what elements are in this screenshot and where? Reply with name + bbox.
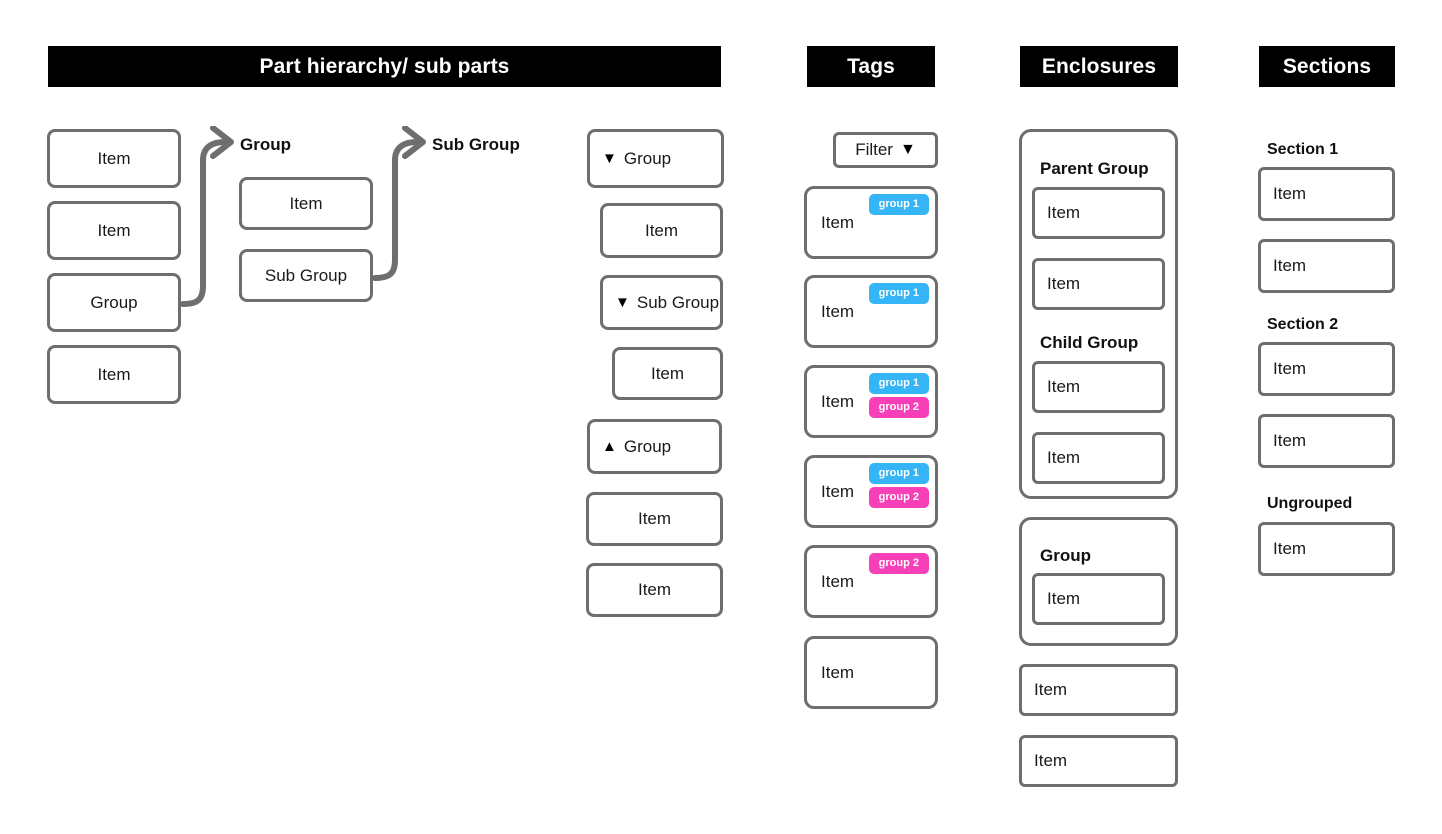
section-1-item-0[interactable]: Item [1258, 167, 1395, 221]
section-item-label: Item [1273, 431, 1307, 450]
tag-item-2[interactable]: Item group 1 group 2 [804, 365, 938, 438]
filter-label: Filter [855, 140, 893, 159]
enclosure-item-1[interactable]: Item [1032, 258, 1165, 310]
hierarchy-sub-item-0[interactable]: Item [239, 177, 373, 230]
tag-badge-list: group 1 [868, 194, 929, 215]
triangle-up-icon[interactable]: ▲ [602, 438, 617, 455]
tree-node-label: Group [623, 436, 672, 456]
tree-node-label: Item [650, 363, 685, 383]
tree-node-label: Group [623, 148, 672, 168]
tag-badge-group-1[interactable]: group 1 [868, 373, 929, 394]
tag-item-label: Item [821, 481, 855, 501]
section-item-label: Item [1273, 539, 1307, 558]
section-item-label: Item [1273, 359, 1307, 378]
tree-node-item-6[interactable]: Item [586, 563, 723, 617]
column-header-sections: Sections [1259, 46, 1395, 87]
triangle-down-icon[interactable]: ▼ [602, 150, 617, 167]
section-2-item-1[interactable]: Item [1258, 414, 1395, 468]
hierarchy-group-label: Group [240, 135, 291, 154]
section-label-2: Section 2 [1267, 316, 1339, 333]
enclosure-item-label: Item [1047, 448, 1081, 467]
enclosure-item-2[interactable]: Item [1032, 361, 1165, 413]
tree-node-label: Item [637, 509, 672, 528]
tag-badge-list: group 1 [868, 283, 929, 304]
tag-badge-group-1[interactable]: group 1 [868, 194, 929, 215]
hierarchy-item-3[interactable]: Item [47, 345, 181, 404]
hierarchy-group-box[interactable]: Group [47, 273, 181, 332]
tree-node-label: Item [637, 580, 672, 599]
hierarchy-item-label: Item [289, 193, 323, 213]
tag-item-5[interactable]: Item [804, 636, 938, 709]
section-label-ungrouped: Ungrouped [1267, 495, 1353, 512]
tag-badge-list: group 2 [868, 553, 929, 574]
column-header-tags: Tags [807, 46, 935, 87]
hierarchy-subgroup-label: Sub Group [432, 135, 520, 154]
tag-item-4[interactable]: Item group 2 [804, 545, 938, 618]
tag-badge-group-2[interactable]: group 2 [868, 487, 929, 508]
tag-item-label: Item [821, 662, 855, 682]
tag-item-label: Item [821, 212, 855, 232]
tree-node-label: Sub Group [636, 292, 720, 312]
enclosure-item-4[interactable]: Item [1032, 573, 1165, 625]
column-header-hierarchy: Part hierarchy/ sub parts [48, 46, 721, 87]
filter-button[interactable]: Filter ▼ [833, 132, 938, 168]
tree-node-group-4[interactable]: ▲ Group [587, 419, 722, 474]
tree-node-label: Item [644, 220, 679, 240]
tag-item-label: Item [821, 571, 855, 591]
tree-node-subgroup-2[interactable]: ▼ Sub Group [600, 275, 723, 330]
tag-item-0[interactable]: Item group 1 [804, 186, 938, 259]
enclosure-group-label-child: Child Group [1040, 333, 1139, 352]
tag-badge-group-1[interactable]: group 1 [868, 283, 929, 304]
hierarchy-item-1[interactable]: Item [47, 201, 181, 260]
tree-node-item-5[interactable]: Item [586, 492, 723, 546]
enclosure-item-label: Item [1047, 589, 1081, 608]
hierarchy-item-label: Group [90, 292, 138, 312]
tag-item-label: Item [821, 391, 855, 411]
tag-badge-list: group 1 group 2 [868, 373, 929, 418]
section-item-label: Item [1273, 184, 1307, 203]
section-item-label: Item [1273, 256, 1307, 275]
tag-badge-group-1[interactable]: group 1 [868, 463, 929, 484]
enclosure-item-label: Item [1047, 274, 1081, 293]
enclosure-item-3[interactable]: Item [1032, 432, 1165, 484]
hierarchy-item-label: Sub Group [264, 265, 348, 285]
tag-badge-group-2[interactable]: group 2 [868, 397, 929, 418]
hierarchy-item-label: Item [97, 148, 131, 168]
triangle-down-icon[interactable]: ▼ [615, 294, 630, 311]
enclosure-item-label: Item [1034, 680, 1068, 699]
tree-node-item-1[interactable]: Item [600, 203, 723, 258]
enclosure-group-label: Group [1040, 546, 1091, 565]
hierarchy-item-0[interactable]: Item [47, 129, 181, 188]
enclosure-loose-item-1[interactable]: Item [1019, 735, 1178, 787]
tag-badge-list: group 1 group 2 [868, 463, 929, 508]
enclosure-item-0[interactable]: Item [1032, 187, 1165, 239]
tag-item-label: Item [821, 301, 855, 321]
tree-node-group-0[interactable]: ▼ Group [587, 129, 724, 188]
hierarchy-subgroup-box[interactable]: Sub Group [239, 249, 373, 302]
triangle-down-icon[interactable]: ▼ [899, 141, 916, 158]
section-1-item-1[interactable]: Item [1258, 239, 1395, 293]
hierarchy-item-label: Item [97, 220, 131, 240]
enclosure-group-label-parent: Parent Group [1040, 159, 1149, 178]
hierarchy-item-label: Item [97, 364, 131, 384]
column-header-enclosures: Enclosures [1020, 46, 1178, 87]
tree-node-item-3[interactable]: Item [612, 347, 723, 400]
section-label-1: Section 1 [1267, 141, 1339, 158]
tag-badge-group-2[interactable]: group 2 [868, 553, 929, 574]
enclosure-item-label: Item [1034, 751, 1068, 770]
enclosure-item-label: Item [1047, 377, 1081, 396]
tag-item-3[interactable]: Item group 1 group 2 [804, 455, 938, 528]
enclosure-item-label: Item [1047, 203, 1081, 222]
enclosure-loose-item-0[interactable]: Item [1019, 664, 1178, 716]
section-ungrouped-item-0[interactable]: Item [1258, 522, 1395, 576]
section-2-item-0[interactable]: Item [1258, 342, 1395, 396]
tag-item-1[interactable]: Item group 1 [804, 275, 938, 348]
